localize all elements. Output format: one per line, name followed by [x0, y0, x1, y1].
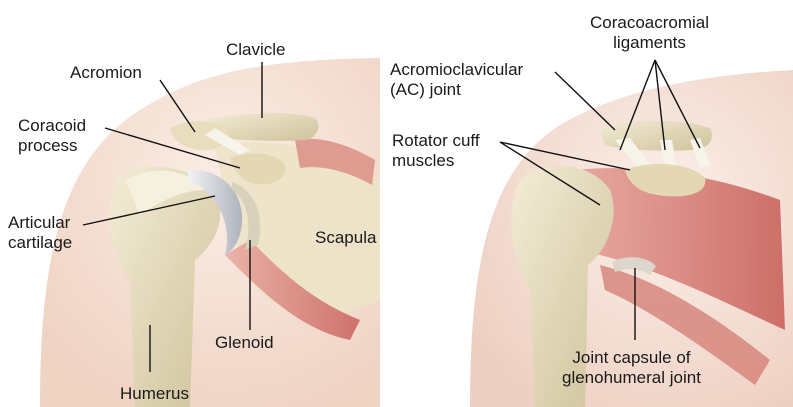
label-humerus: Humerus	[120, 384, 189, 404]
label-articular-cartilage: Articular cartilage	[8, 213, 72, 253]
label-rotator-cuff-muscles: Rotator cuff muscles	[392, 131, 480, 171]
label-acromion: Acromion	[70, 63, 142, 83]
label-clavicle: Clavicle	[226, 40, 286, 60]
label-ac-joint: Acromioclavicular (AC) joint	[390, 60, 523, 100]
label-glenoid: Glenoid	[215, 333, 274, 353]
label-joint-capsule: Joint capsule of glenohumeral joint	[562, 348, 701, 388]
label-scapula: Scapula	[315, 228, 376, 248]
label-coracoid-process: Coracoid process	[18, 116, 86, 156]
label-coracoacromial-ligaments: Coracoacromial ligaments	[590, 13, 709, 53]
